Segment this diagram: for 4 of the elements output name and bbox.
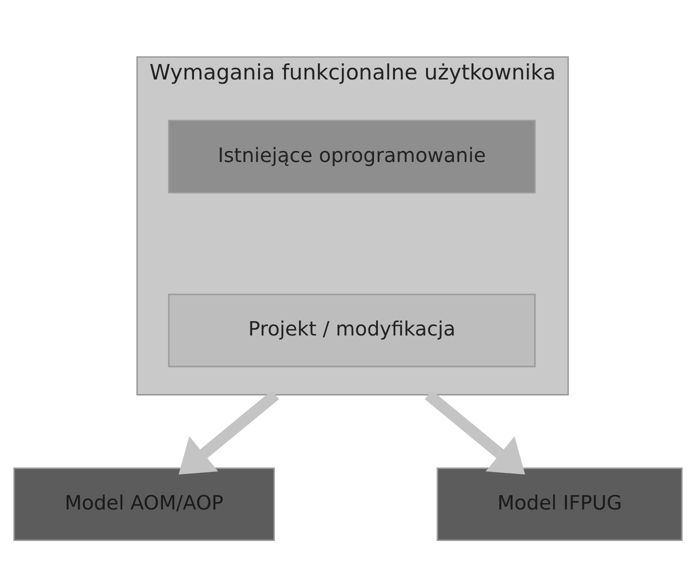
node-box: Istniejące oprogramowanie: [168, 119, 536, 193]
node-box: Model AOM/AOP: [13, 467, 275, 541]
node-box: Projekt / modyfikacja: [168, 293, 536, 367]
node-box: Model IFPUG: [436, 467, 683, 541]
